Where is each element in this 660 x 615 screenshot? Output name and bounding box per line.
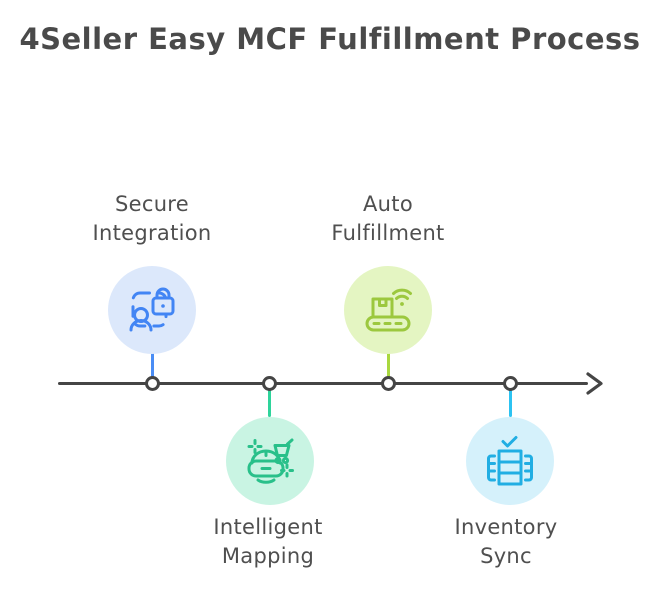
bubble-auto-fulfillment [344,266,432,354]
stem-secure-integration [150,351,154,384]
label-auto-fulfillment: Auto Fulfillment [331,192,445,245]
stem-auto-fulfillment [386,351,390,384]
stem-intelligent-mapping [267,384,271,417]
timeline-arrow-icon [586,372,603,395]
label-intelligent-mapping: Intelligent Mapping [213,515,323,568]
label-secure-integration: Secure Integration [92,192,212,245]
bubble-intelligent-mapping [226,417,314,505]
timeline-node-secure-integration [144,376,160,391]
conveyor-wifi-icon [365,288,412,332]
timeline-node-intelligent-mapping [261,376,277,391]
user-lock-icon [129,287,175,332]
timeline-axis [58,382,588,385]
vr-headset-cart-icon [247,438,294,484]
timeline-node-auto-fulfillment [380,376,396,391]
page-title: 4Seller Easy MCF Fulfillment Process [19,22,641,56]
inventory-shelves-check-icon [487,436,533,486]
stem-inventory-sync [508,384,512,417]
bubble-secure-integration [108,266,196,354]
label-inventory-sync: Inventory Sync [454,515,558,568]
timeline-node-inventory-sync [502,376,518,391]
bubble-inventory-sync [466,417,554,505]
